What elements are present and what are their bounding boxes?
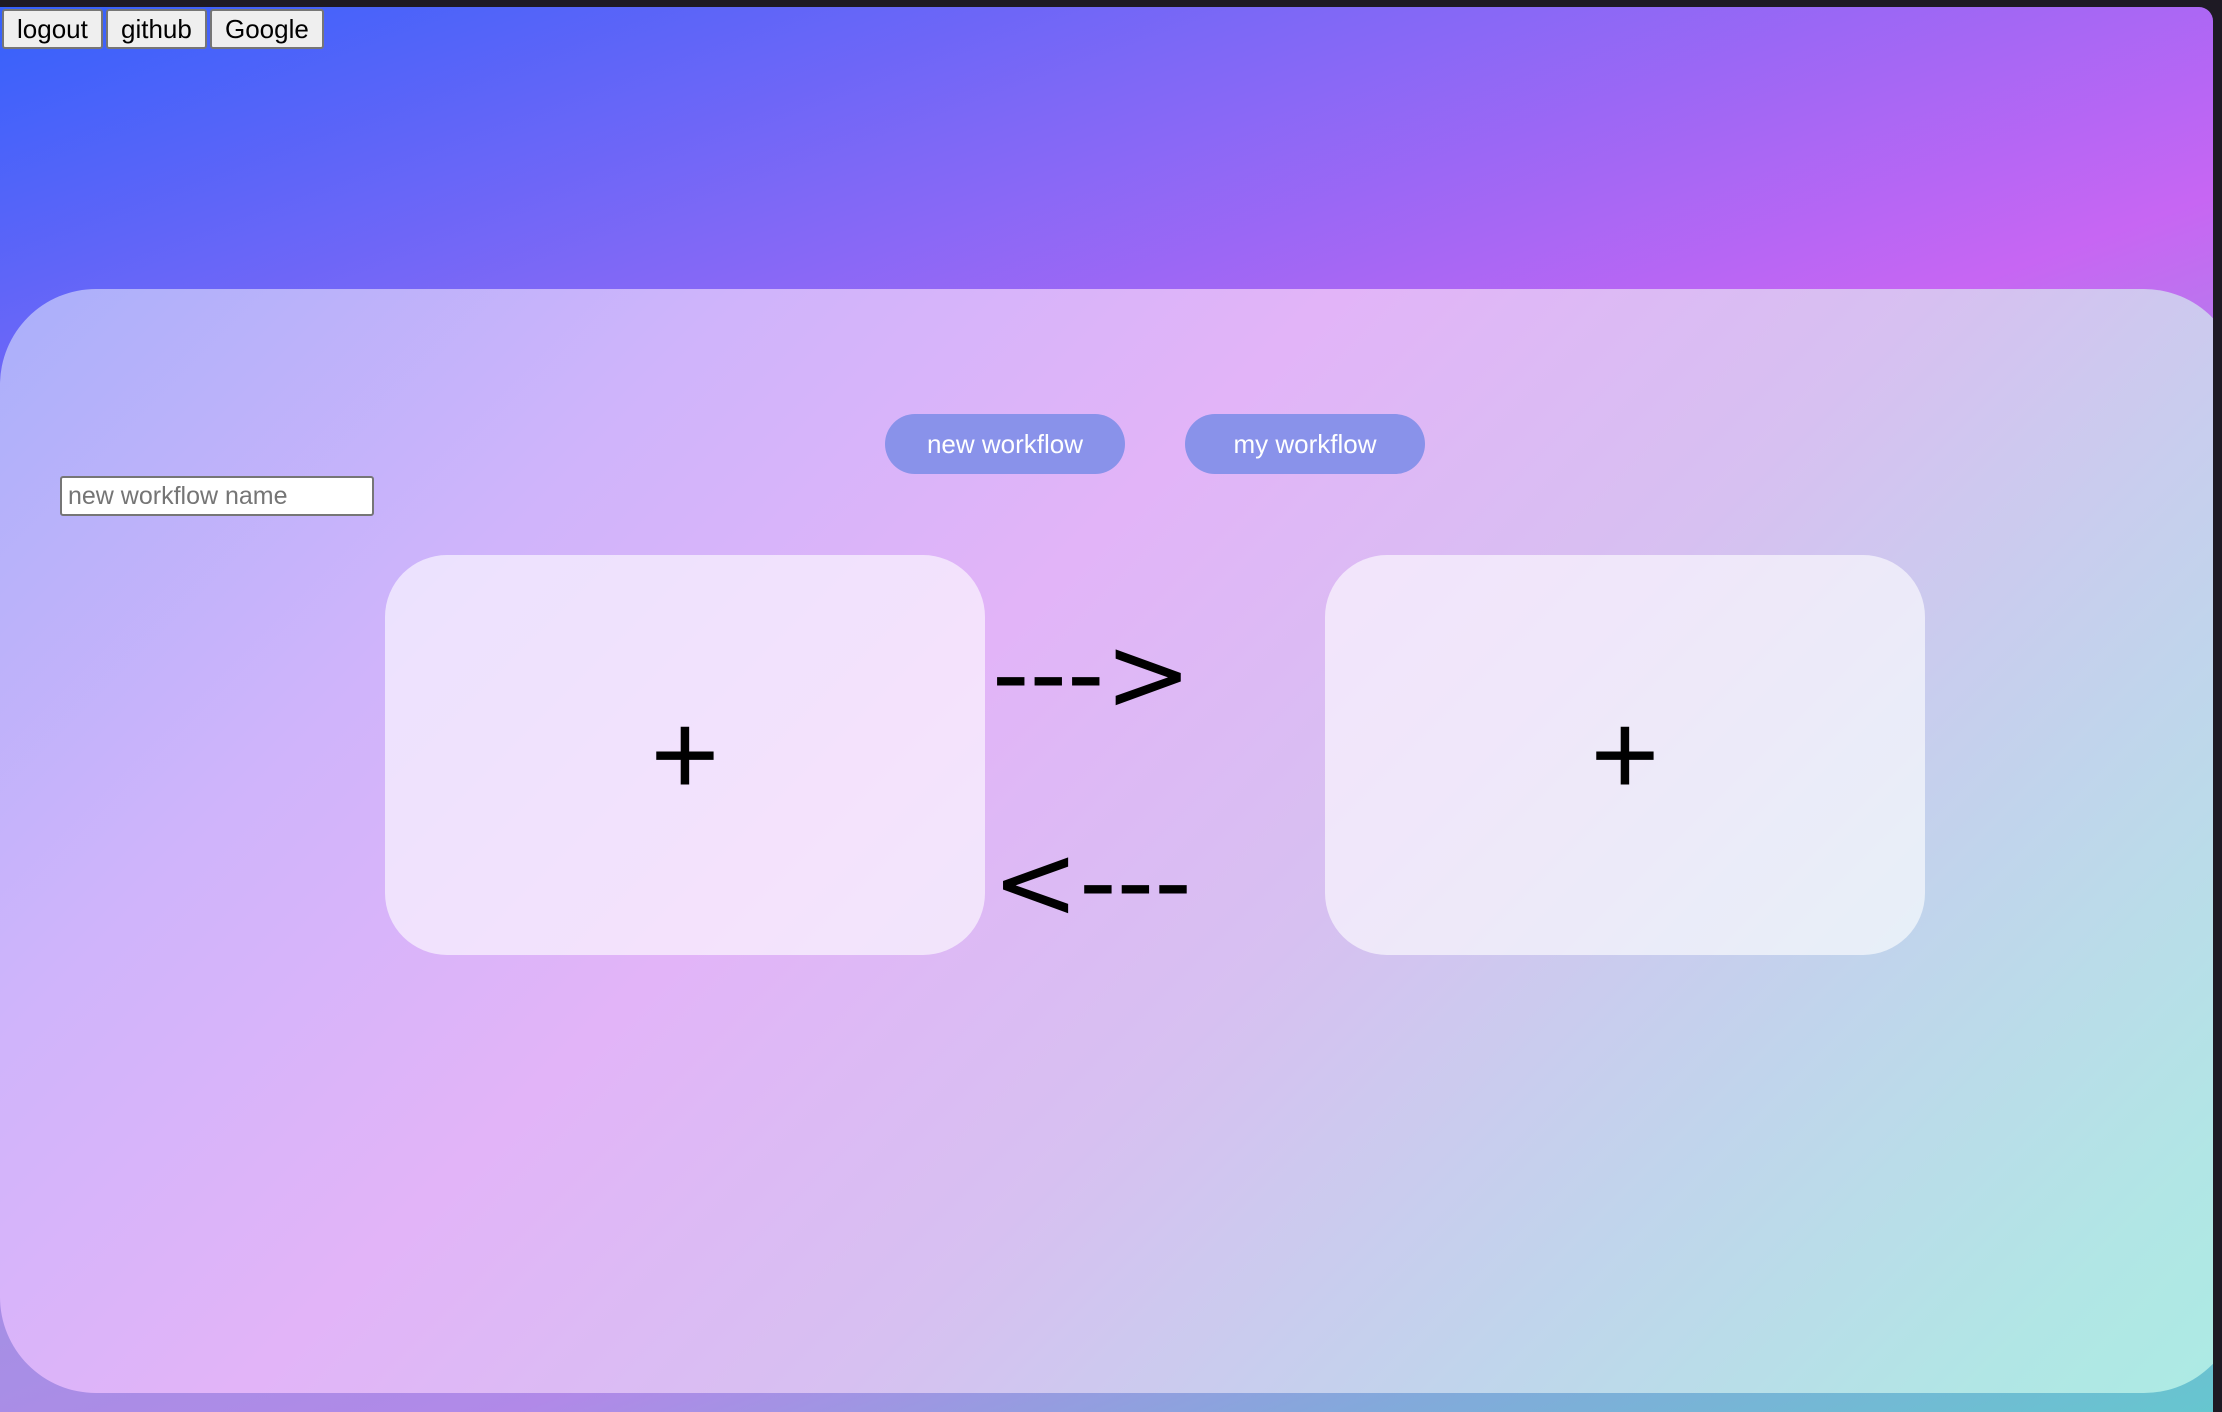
- google-button[interactable]: Google: [210, 9, 324, 49]
- workflow-step-card-left[interactable]: +: [385, 555, 985, 955]
- my-workflow-button[interactable]: my workflow: [1185, 414, 1425, 474]
- logout-button[interactable]: logout: [2, 9, 103, 49]
- new-workflow-button[interactable]: new workflow: [885, 414, 1125, 474]
- arrow-right-icon: --->: [992, 613, 1192, 735]
- plus-icon: +: [650, 689, 720, 821]
- workflow-panel: new workflow my workflow + + ---> <---: [0, 289, 2213, 1393]
- plus-icon: +: [1590, 689, 1660, 821]
- app-window: logout github Google new workflow my wor…: [0, 7, 2213, 1412]
- workflow-step-card-right[interactable]: +: [1325, 555, 1925, 955]
- workflow-name-input[interactable]: [60, 476, 374, 516]
- github-button[interactable]: github: [106, 9, 207, 49]
- arrow-left-icon: <---: [992, 821, 1192, 943]
